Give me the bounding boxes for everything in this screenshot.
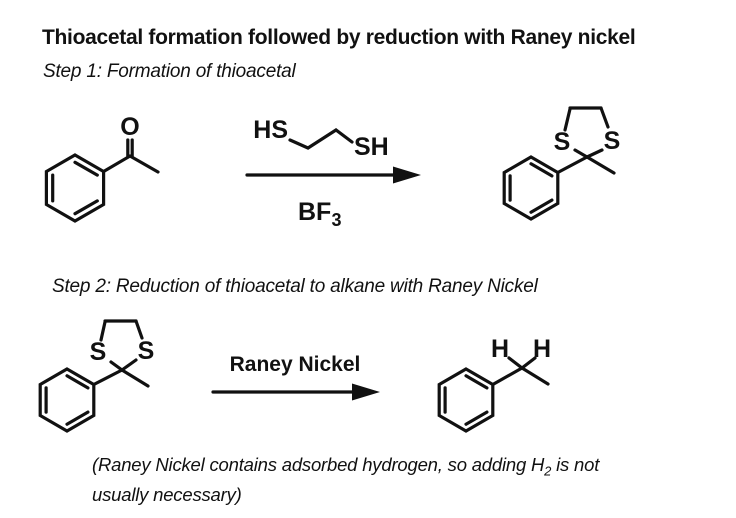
footnote-subscript: 2	[544, 463, 552, 479]
footnote-text: usually necessary)	[92, 483, 242, 505]
sulfur-right-label: S	[138, 337, 155, 365]
benzene-ring	[502, 155, 560, 221]
footnote-text: is not	[551, 454, 600, 475]
aromatic-double-bond	[464, 410, 489, 426]
aromatic-double-bond	[529, 198, 554, 214]
benzene-ring	[437, 367, 495, 433]
aromatic-double-bond	[65, 410, 90, 426]
reaction-arrowhead	[393, 166, 421, 184]
methyl-bond	[585, 155, 616, 175]
c-h-bond	[520, 356, 537, 370]
phenyl-bond	[491, 366, 524, 387]
s-c-bond	[120, 358, 138, 372]
reaction-arrowhead	[352, 383, 380, 401]
aromatic-double-bond	[65, 374, 90, 390]
bf3-subscript: 3	[332, 210, 342, 230]
acetophenone-structure: O	[44, 113, 160, 223]
c-h-bond	[507, 356, 524, 370]
s-c-bond	[99, 320, 107, 342]
methyl-bond	[520, 366, 550, 386]
sulfur-left-label: S	[90, 338, 107, 366]
aromatic-double-bond	[73, 199, 99, 216]
phenyl-carbonyl-bond	[101, 154, 132, 174]
raney-nickel-label: Raney Nickel	[230, 353, 361, 376]
footnote-text: (Raney Nickel contains adsorbed hydrogen…	[92, 454, 545, 475]
c-s-bond	[109, 360, 124, 372]
page-title: Thioacetal formation followed by reducti…	[42, 26, 636, 49]
hydrogen-left-label: H	[491, 335, 509, 363]
s-c-bond	[563, 107, 572, 132]
footnote: (Raney Nickel contains adsorbed hydrogen…	[92, 453, 692, 506]
sulfur-left-label: S	[554, 128, 571, 156]
aromatic-double-bond	[464, 374, 489, 390]
oxygen-label: O	[120, 113, 139, 141]
thiol-right-label: SH	[354, 133, 389, 161]
benzene-ring	[38, 367, 96, 433]
sulfur-right-label: S	[604, 127, 621, 155]
aromatic-double-bond	[529, 162, 554, 178]
aromatic-double-bond	[73, 160, 99, 177]
c-s-bond	[134, 319, 144, 340]
step2-label: Step 2: Reduction of thioacetal to alkan…	[52, 276, 538, 297]
thioacetal-reactant-structure: S S	[38, 319, 155, 433]
thioacetal-product-structure: S S	[502, 106, 621, 221]
phenyl-bond	[556, 155, 589, 175]
step1-label: Step 1: Formation of thioacetal	[43, 61, 296, 82]
c-s-bond	[573, 148, 589, 159]
ethylbenzene-product-structure: H H	[437, 335, 551, 433]
c-s-bond	[599, 106, 610, 129]
s-c-bond	[585, 148, 604, 159]
step1-conditions: HS SH BF 3	[245, 116, 421, 230]
thiol-left-label: HS	[253, 116, 288, 144]
hydrogen-right-label: H	[533, 335, 551, 363]
methyl-bond	[120, 368, 150, 388]
bf3-label: BF	[298, 198, 331, 226]
phenyl-bond	[92, 368, 124, 387]
methyl-bond	[128, 154, 160, 174]
step2-conditions: Raney Nickel	[211, 353, 380, 401]
benzene-ring	[44, 153, 106, 223]
dithiol-backbone	[288, 128, 354, 150]
